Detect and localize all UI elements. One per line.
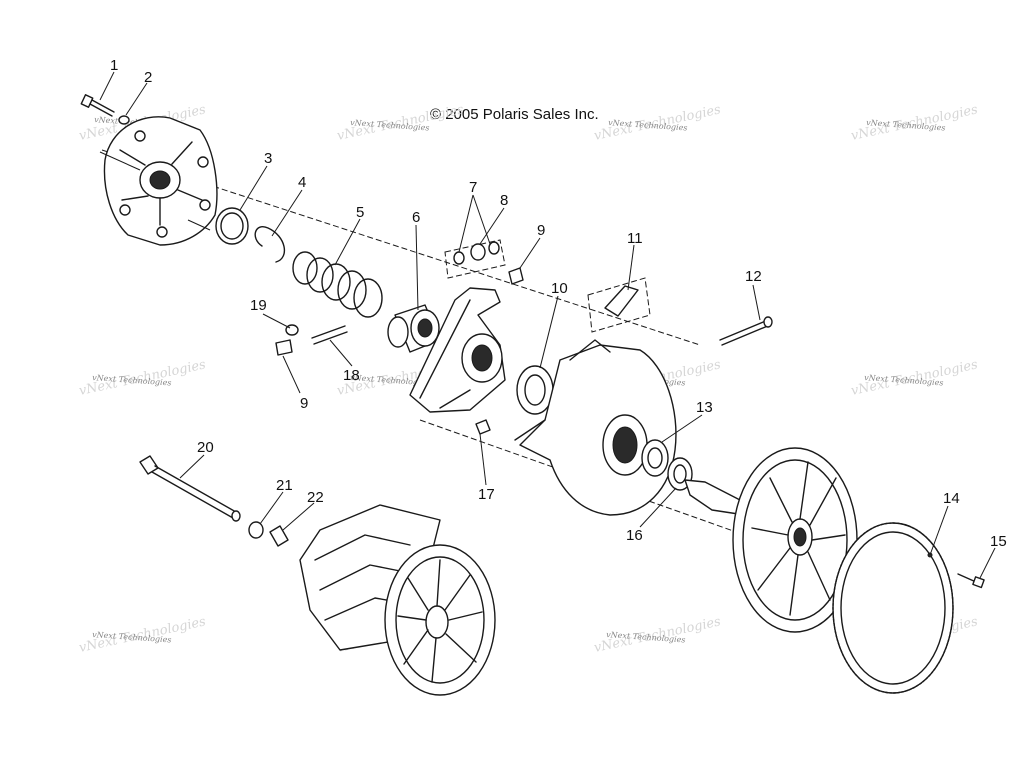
part-clip-11 xyxy=(587,277,651,333)
callout-12: 12 xyxy=(745,268,762,285)
callout-14: 14 xyxy=(943,490,960,507)
callout-3: 3 xyxy=(264,150,272,167)
callout-17: 17 xyxy=(478,486,495,503)
callout-11: 11 xyxy=(627,230,643,247)
part-washer-2 xyxy=(118,115,130,125)
part-clutch-drum xyxy=(299,504,496,696)
callout-21: 21 xyxy=(276,477,293,494)
callout-8: 8 xyxy=(500,192,508,209)
callout-15: 15 xyxy=(990,533,1007,550)
part-ring-gear-14 xyxy=(832,522,954,694)
part-cap-9-upper xyxy=(508,267,524,285)
callout-16: 16 xyxy=(626,527,643,544)
callout-20: 20 xyxy=(197,439,214,456)
part-fixed-sheave xyxy=(684,447,858,633)
part-roller-6 xyxy=(387,304,441,353)
part-snap-ring-4 xyxy=(254,226,286,263)
part-spider-arm xyxy=(409,287,506,413)
callout-6: 6 xyxy=(412,209,420,226)
callout-10: 10 xyxy=(551,280,568,297)
part-pin-12 xyxy=(719,316,773,346)
callout-7: 7 xyxy=(469,179,477,196)
callout-22: 22 xyxy=(307,489,324,506)
part-washer-21 xyxy=(248,521,264,539)
callout-4: 4 xyxy=(298,174,306,191)
part-bushing-3 xyxy=(215,207,249,245)
part-screw-15 xyxy=(957,573,985,589)
callout-13: 13 xyxy=(696,399,713,416)
part-bolt-1 xyxy=(80,94,115,117)
part-spring-5 xyxy=(292,251,383,318)
part-bushing-13 xyxy=(641,439,669,477)
part-nut-17 xyxy=(475,419,491,435)
part-cover-plate xyxy=(99,116,218,246)
copyright-notice: © 2005 Polaris Sales Inc. xyxy=(430,106,599,123)
callout-labels: 1 2 3 4 5 6 7 8 9 10 11 12 13 14 15 16 1… xyxy=(110,57,1007,550)
callout-18: 18 xyxy=(343,367,360,384)
part-weights-7-8 xyxy=(444,239,506,279)
callout-5: 5 xyxy=(356,204,364,221)
callout-9-upper: 9 xyxy=(537,222,545,239)
part-moveable-sheave xyxy=(514,339,677,516)
callout-19: 19 xyxy=(250,297,267,314)
part-small-set-18-19-9 xyxy=(275,324,348,356)
callout-1: 1 xyxy=(110,57,118,74)
part-nut-22 xyxy=(269,525,289,547)
callout-9-lower: 9 xyxy=(300,395,308,412)
leader-lines xyxy=(99,71,996,579)
callout-2: 2 xyxy=(144,69,152,86)
part-long-bolt-20 xyxy=(139,455,241,522)
